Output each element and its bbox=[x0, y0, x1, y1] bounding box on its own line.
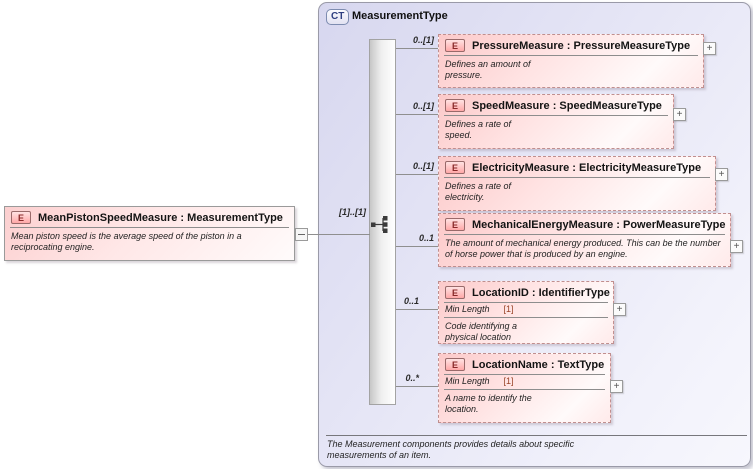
facet-row: Min Length [1] bbox=[439, 303, 613, 316]
facet-value: [1] bbox=[503, 304, 514, 314]
element-title: MeanPistonSpeedMeasure : MeasurementType bbox=[38, 211, 283, 224]
complex-type-annotation: The Measurement components provides deta… bbox=[327, 439, 575, 460]
divider bbox=[326, 435, 747, 436]
complex-type-badge-icon: CT bbox=[326, 9, 350, 25]
complex-type-panel: CT MeasurementType 0..[1] 0..[1] 0..[1] … bbox=[318, 2, 751, 467]
element-title: LocationName : TextType bbox=[472, 358, 605, 371]
collapse-icon[interactable] bbox=[295, 228, 308, 241]
divider bbox=[444, 55, 698, 56]
divider bbox=[444, 389, 605, 390]
complex-type-title: MeasurementType bbox=[352, 10, 448, 22]
element-badge-icon: E bbox=[445, 161, 465, 174]
element-description: Defines an amount of pressure. bbox=[445, 59, 531, 80]
divider bbox=[444, 177, 710, 178]
connector-line bbox=[396, 309, 438, 310]
element-title: SpeedMeasure : SpeedMeasureType bbox=[472, 99, 662, 112]
divider bbox=[444, 302, 608, 303]
expand-icon[interactable]: + bbox=[715, 168, 728, 181]
expand-icon[interactable]: + bbox=[613, 303, 626, 316]
element-description: A name to identify the location. bbox=[445, 393, 532, 414]
element-badge-icon: E bbox=[445, 358, 465, 371]
element-description: The amount of mechanical energy produced… bbox=[445, 238, 721, 259]
connector-line bbox=[396, 48, 438, 49]
element-description: Defines a rate of electricity. bbox=[445, 181, 512, 202]
element-box-location-id[interactable]: E LocationID : IdentifierType Min Length… bbox=[438, 281, 614, 344]
facet-name: Min Length bbox=[445, 376, 490, 386]
facet-row: Min Length [1] bbox=[439, 375, 610, 388]
element-badge-icon: E bbox=[445, 218, 465, 231]
connector-line bbox=[396, 386, 438, 387]
element-box-speed-measure[interactable]: E SpeedMeasure : SpeedMeasureType Define… bbox=[438, 94, 674, 149]
divider bbox=[444, 374, 605, 375]
expand-icon[interactable]: + bbox=[610, 380, 623, 393]
element-badge-icon: E bbox=[445, 286, 465, 299]
divider bbox=[444, 317, 608, 318]
element-badge-icon: E bbox=[445, 39, 465, 52]
element-box-mean-piston-speed-measure[interactable]: E MeanPistonSpeedMeasure : MeasurementTy… bbox=[4, 206, 295, 261]
expand-icon[interactable]: + bbox=[703, 42, 716, 55]
element-box-mechanical-energy-measure[interactable]: E MechanicalEnergyMeasure : PowerMeasure… bbox=[438, 213, 731, 267]
facet-value: [1] bbox=[503, 376, 514, 386]
element-title: ElectricityMeasure : ElectricityMeasureT… bbox=[472, 161, 702, 174]
expand-icon[interactable]: + bbox=[673, 108, 686, 121]
element-badge-icon: E bbox=[445, 99, 465, 112]
sequence-icon bbox=[371, 216, 388, 233]
element-badge-icon: E bbox=[11, 211, 31, 224]
connector-line bbox=[308, 234, 370, 235]
facet-name: Min Length bbox=[445, 304, 490, 314]
cardinality-label: 0..1 bbox=[403, 296, 419, 306]
element-box-electricity-measure[interactable]: E ElectricityMeasure : ElectricityMeasur… bbox=[438, 156, 716, 211]
divider bbox=[10, 227, 289, 228]
cardinality-label: 0..[1] bbox=[412, 35, 434, 45]
connector-line bbox=[396, 174, 438, 175]
element-title: LocationID : IdentifierType bbox=[472, 286, 610, 299]
cardinality-label: 0..1 bbox=[418, 233, 434, 243]
divider bbox=[444, 234, 725, 235]
cardinality-label: [1]..[1] bbox=[339, 207, 366, 217]
element-box-pressure-measure[interactable]: E PressureMeasure : PressureMeasureType … bbox=[438, 34, 704, 88]
element-description: Mean piston speed is the average speed o… bbox=[11, 231, 242, 252]
element-description: Defines a rate of speed. bbox=[445, 119, 512, 140]
element-box-location-name[interactable]: E LocationName : TextType Min Length [1]… bbox=[438, 353, 611, 423]
cardinality-label: 0..[1] bbox=[412, 161, 434, 171]
connector-line bbox=[396, 114, 438, 115]
cardinality-label: 0..[1] bbox=[412, 101, 434, 111]
element-description: Code identifying a physical location bbox=[445, 321, 518, 342]
expand-icon[interactable]: + bbox=[730, 240, 743, 253]
cardinality-label: 0..* bbox=[405, 373, 419, 383]
connector-line bbox=[396, 246, 438, 247]
element-title: MechanicalEnergyMeasure : PowerMeasureTy… bbox=[472, 218, 726, 231]
divider bbox=[444, 115, 668, 116]
element-title: PressureMeasure : PressureMeasureType bbox=[472, 39, 691, 52]
